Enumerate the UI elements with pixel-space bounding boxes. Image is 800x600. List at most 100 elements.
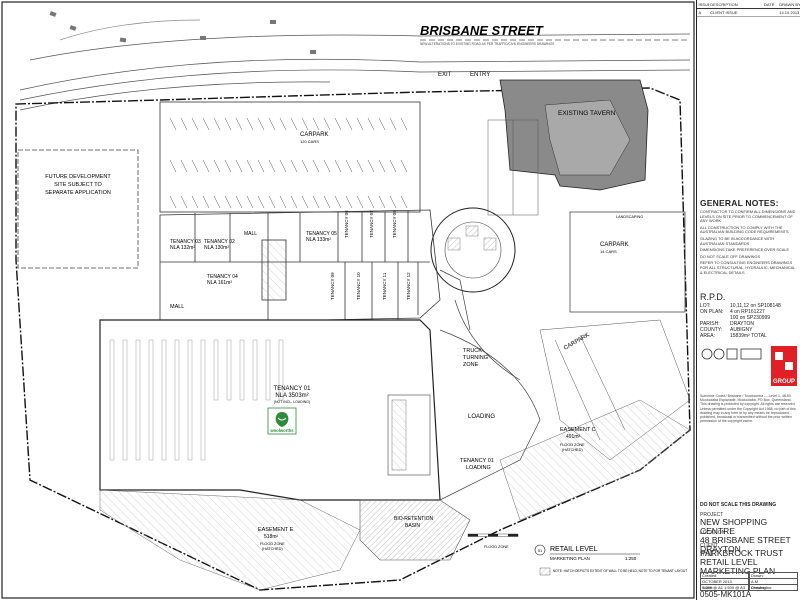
parking-stall xyxy=(323,195,331,209)
client-name: PARKBROCK TRUST xyxy=(700,548,784,558)
parking-stall xyxy=(279,117,287,131)
rpd-row: 100 on SP230999 xyxy=(700,315,798,321)
parking-stall xyxy=(367,117,375,131)
location-label: LOCATION xyxy=(700,530,726,536)
rpd-heading: R.P.D. xyxy=(700,292,726,302)
shelving-aisle xyxy=(213,339,219,401)
rpd-key: PARISH: xyxy=(700,321,720,327)
title-line1: RETAIL LEVEL xyxy=(700,557,758,567)
carpark-north: CARPARK 120 CARS xyxy=(159,101,421,213)
mall-label-north: MALL xyxy=(244,231,257,237)
parking-stall xyxy=(345,195,353,209)
firm-name: GROUP xyxy=(773,379,795,385)
parking-stall xyxy=(345,117,353,131)
parking-stall xyxy=(235,195,243,209)
tenancy-06-label: TENANCY 06 xyxy=(344,210,349,238)
parking-stall xyxy=(268,195,276,209)
revision-row: A CLIENT ISSUE 14.10.2013 xyxy=(697,9,800,17)
shelving-aisle xyxy=(148,339,154,461)
tenancy-11-label: TENANCY 11 xyxy=(382,272,387,300)
tenancy-03-nla: NLA 132m² xyxy=(170,245,195,251)
rev-drawn: 14.10.2013 xyxy=(779,10,800,15)
future-dev-line2: SITE SUBJECT TO xyxy=(54,182,102,188)
shelving-aisle xyxy=(174,339,180,461)
parking-stall xyxy=(279,159,287,173)
carpark-east: CARPARK 14 CARS LANDSCAPING xyxy=(569,211,686,313)
parking-stall xyxy=(323,117,331,131)
parking-stall xyxy=(378,195,386,209)
shelving-aisle xyxy=(226,339,232,401)
general-notes-heading: GENERAL NOTES: xyxy=(700,198,779,208)
parking-stall xyxy=(301,195,309,209)
rev-col-drawn: DRAWN BY xyxy=(779,1,800,7)
general-note-4: DIMENSIONS TAKE PREFERENCE OVER SCALE xyxy=(700,247,790,253)
rev-issue: A xyxy=(698,10,702,15)
badge-icon xyxy=(701,348,713,360)
future-development-area xyxy=(17,149,139,269)
shelving-aisle xyxy=(109,339,115,461)
parking-stall xyxy=(400,117,408,131)
parking-stall xyxy=(323,159,331,173)
tenancy-01-loading-2: LOADING xyxy=(466,465,491,471)
title-line2: MARKETING PLAN xyxy=(700,566,776,576)
consultant-logos: GROUP xyxy=(701,346,797,386)
truck-zone-2: TURNING xyxy=(463,355,488,361)
general-notes: GENERAL NOTES: CONTRACTOR TO CONFIRM ALL… xyxy=(700,198,798,277)
project-block: PROJECT NEW SHOPPING CENTRE xyxy=(700,512,798,536)
parking-stall xyxy=(235,117,243,131)
rpd-row: LOT:10,11,12 on SP108148 xyxy=(700,303,798,309)
ref-number: 01 xyxy=(538,548,543,553)
rev-col-description: DESCRIPTION xyxy=(710,1,738,7)
parking-stall xyxy=(389,159,397,173)
easement-c-4: (HATCHED) xyxy=(562,448,583,452)
street-note: NEW ALTERATIONS TO EXISTING ROAD AS PER … xyxy=(420,42,554,46)
tenancy-05-nla: NLA 133m² xyxy=(306,237,331,243)
parking-stall xyxy=(389,195,397,209)
drawing-meta-2: 1:250 @ A1 1:500 @ A3 Drawing no: xyxy=(700,583,798,591)
shelving-aisle xyxy=(265,339,271,401)
rpd-value: 100 on SP230999 xyxy=(730,315,771,321)
title-label: TITLE xyxy=(700,552,714,558)
parking-stall xyxy=(367,159,375,173)
entry-label: ENTRY xyxy=(470,72,490,78)
easement-e-2: 518m² xyxy=(264,534,279,540)
fine-print: Sunshine Coast / Brisbane / Toowoomba — … xyxy=(700,394,796,424)
parking-stall xyxy=(334,195,342,209)
rev-col-date: DATE xyxy=(764,1,775,7)
shelving-aisle xyxy=(200,339,206,461)
title-block-title: TITLE RETAIL LEVEL MARKETING PLAN xyxy=(700,552,798,576)
title-block: ISSUE DESCRIPTION DATE DRAWN BY A CLIENT… xyxy=(696,0,800,600)
parking-stall xyxy=(202,117,210,131)
tenancy-04-nla: NLA 161m² xyxy=(207,280,232,286)
shelving-aisle xyxy=(135,339,141,461)
carpark-sub-label: 120 CARS xyxy=(300,139,319,144)
existing-tavern: EXISTING TAVERN xyxy=(499,79,649,191)
loading-zone xyxy=(439,269,541,501)
carpark-tavern xyxy=(487,119,539,216)
project-label: PROJECT xyxy=(700,512,724,518)
retail-level-label: RETAIL LEVEL xyxy=(550,546,598,553)
general-note-6: REFER TO CONSULTING ENGINEERS DRAWINGS F… xyxy=(700,260,796,275)
client-label: CLIENT xyxy=(700,543,718,549)
shelving-aisle xyxy=(187,339,193,461)
parking-stall xyxy=(246,195,254,209)
general-note-5: DO NOT SCALE OFF DRAWINGS xyxy=(700,253,761,259)
parking-stall xyxy=(246,159,254,173)
parking-stall xyxy=(356,195,364,209)
firm-logo: GROUP xyxy=(771,346,797,386)
loading-label: LOADING xyxy=(468,414,495,420)
truck-zone-1: TRUCK xyxy=(463,348,482,354)
easement-c-2: 491m² xyxy=(566,434,581,440)
parking-stall xyxy=(224,117,232,131)
parking-stall xyxy=(290,195,298,209)
carpark-label: CARPARK xyxy=(300,132,329,138)
truck-zone-3: ZONE xyxy=(463,362,479,368)
parking-stall xyxy=(224,159,232,173)
badge-icon xyxy=(740,348,762,360)
parking-stall xyxy=(257,117,265,131)
project-name: NEW SHOPPING CENTRE xyxy=(700,517,768,536)
parking-stall xyxy=(257,195,265,209)
landscaping-label: LANDSCAPING xyxy=(616,215,643,219)
parking-stall xyxy=(268,117,276,131)
easement-e-3: FLOOD ZONE xyxy=(260,542,285,546)
